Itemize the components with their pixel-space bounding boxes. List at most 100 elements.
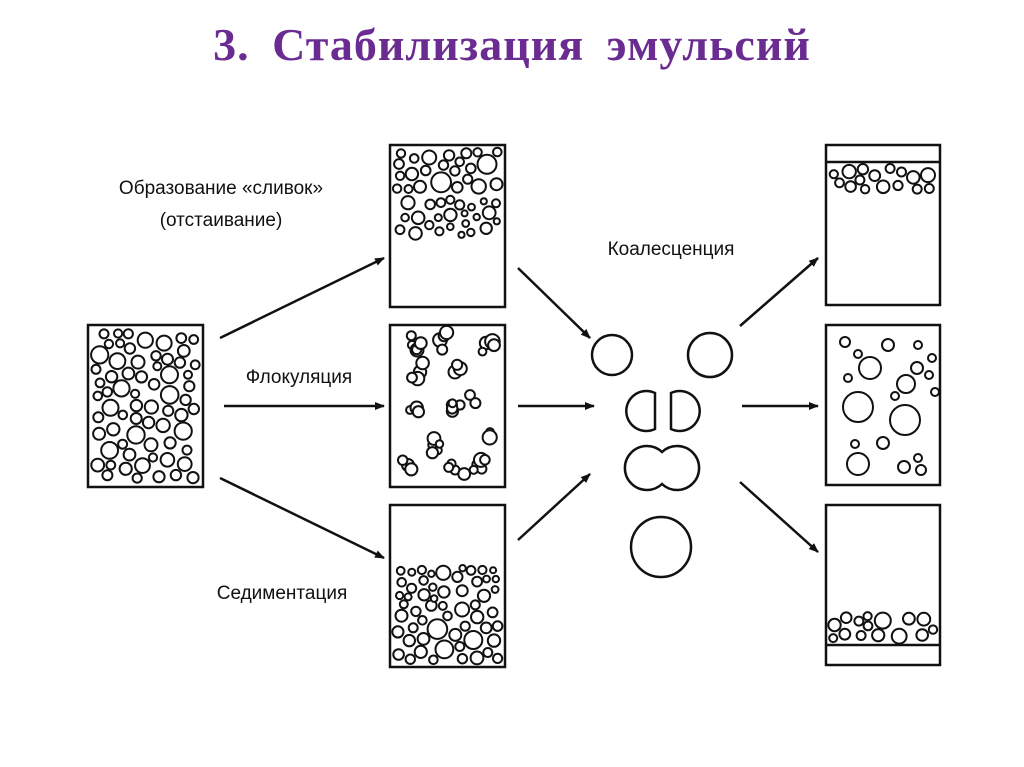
droplet (458, 468, 470, 480)
droplet (406, 168, 418, 180)
arrow-to-creaming (220, 258, 384, 338)
droplet (110, 353, 126, 369)
droplet (422, 151, 436, 165)
arrow-coalescence-to-top (740, 258, 818, 326)
droplet (890, 405, 920, 435)
droplet (113, 380, 129, 396)
droplet (480, 455, 490, 465)
droplet (396, 225, 405, 234)
droplet (122, 368, 134, 380)
droplet (914, 454, 922, 462)
droplet (107, 423, 119, 435)
droplet (184, 381, 194, 391)
droplet (931, 388, 939, 396)
droplet (462, 220, 469, 227)
arrow-to-sedimentation (220, 478, 384, 558)
droplet (839, 629, 850, 640)
label-creaming-line2: (отстаивание) (160, 210, 283, 231)
droplet (917, 613, 930, 626)
droplet (409, 227, 422, 240)
droplet (145, 438, 158, 451)
droplet (436, 440, 443, 447)
droplet (471, 652, 484, 665)
droplet (106, 461, 115, 470)
droplet (449, 399, 457, 407)
droplet (859, 357, 881, 379)
droplet (897, 375, 915, 393)
droplet (183, 446, 192, 455)
droplet (907, 171, 920, 184)
droplet (467, 566, 476, 575)
droplet (435, 214, 442, 221)
droplet (829, 634, 837, 642)
droplet (459, 565, 465, 571)
droplet (101, 442, 118, 459)
droplet (458, 232, 464, 238)
droplet (437, 345, 447, 355)
droplet (452, 182, 463, 193)
droplet (854, 617, 863, 626)
contacting-drop-right (671, 391, 700, 431)
droplet (493, 148, 502, 157)
droplet (180, 395, 190, 405)
label-flocculation: Флокуляция (246, 367, 352, 388)
droplet (156, 419, 169, 432)
droplet (478, 590, 490, 602)
droplet (861, 185, 869, 193)
droplet (455, 158, 464, 167)
droplet (452, 572, 462, 582)
droplet (914, 341, 922, 349)
droplet (187, 472, 198, 483)
droplet (461, 148, 471, 158)
droplet (488, 608, 498, 618)
droplet (925, 184, 934, 193)
droplet (412, 212, 425, 225)
droplet (392, 626, 403, 637)
droplet (103, 387, 112, 396)
droplet (455, 200, 464, 209)
droplet (844, 374, 852, 382)
droplet (175, 357, 185, 367)
droplet (407, 373, 417, 383)
droplet (436, 641, 454, 659)
droplet (483, 430, 497, 444)
droplet (472, 179, 486, 193)
droplet (440, 326, 453, 339)
fusing-drops (625, 446, 699, 490)
droplet (127, 426, 144, 443)
droplet (410, 154, 419, 163)
droplet (93, 428, 105, 440)
droplet (872, 629, 884, 641)
droplet (425, 221, 433, 229)
droplet (877, 437, 889, 449)
droplet (493, 654, 502, 663)
droplet (491, 178, 503, 190)
droplet (114, 329, 122, 337)
droplet (845, 181, 856, 192)
droplet (428, 619, 448, 639)
droplet (151, 351, 160, 360)
droplet (492, 586, 499, 593)
droplet (911, 362, 923, 374)
droplet (864, 622, 873, 631)
droplet (877, 181, 890, 194)
droplet (176, 333, 186, 343)
droplet (100, 329, 109, 338)
droplet (145, 400, 158, 413)
droplet (458, 654, 467, 663)
droplet (925, 371, 933, 379)
droplet (405, 593, 412, 600)
merged-drop (631, 517, 691, 577)
droplet (396, 172, 404, 180)
droplet (928, 354, 936, 362)
droplet (455, 642, 464, 651)
droplet (493, 576, 499, 582)
droplet (415, 646, 427, 658)
droplet (494, 218, 500, 224)
droplet (398, 456, 407, 465)
droplet (461, 622, 470, 631)
droplet (153, 471, 164, 482)
droplet (869, 170, 880, 181)
droplet (847, 453, 869, 475)
droplet (429, 584, 436, 591)
